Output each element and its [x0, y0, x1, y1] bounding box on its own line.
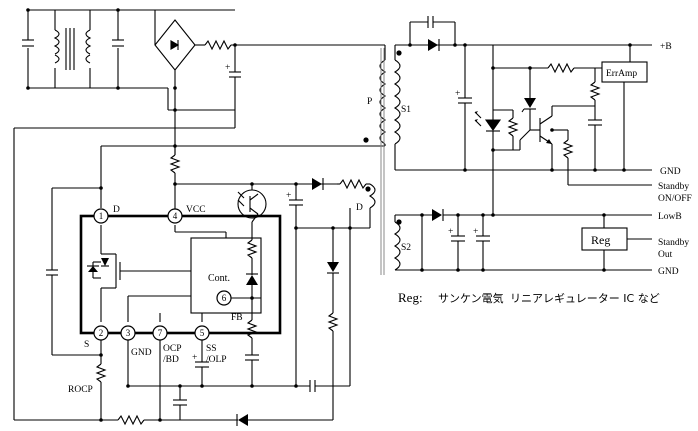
svg-text:+: + [225, 63, 230, 73]
svg-text:+: + [286, 191, 291, 201]
bridge-rectifier: + [154, 10, 385, 155]
secondary-s1: S1 +B + [393, 16, 692, 217]
svg-text:+: + [448, 227, 453, 237]
standby-out-label-1: Standby [658, 238, 689, 248]
pin-fb-label: FB [231, 313, 243, 323]
secondary-s2: S2 + + Reg LowB Standby Out GND [393, 209, 689, 277]
pin-7-number: 7 [158, 328, 163, 338]
pin-5-number: 5 [200, 328, 205, 338]
primary-aux-circuit: D + [14, 144, 376, 426]
ss-olp-label-1: SS [206, 344, 217, 354]
svg-text:+: + [192, 353, 197, 363]
note-maker: サンケン電気 [438, 291, 504, 305]
s2-label: S2 [401, 243, 411, 253]
input-filter [22, 8, 235, 90]
note-prefix: Reg: [398, 290, 423, 305]
regulator-note: Reg: サンケン電気 リニアレギュレーター IC など [398, 290, 660, 305]
low-b-label: LowB [658, 212, 682, 222]
pin-6-number: 6 [222, 293, 227, 303]
ocp-bd-label-1: OCP [163, 344, 181, 354]
s1-label: S1 [401, 105, 411, 115]
controller-ic: Cont. 1 4 6 2 3 7 [79, 205, 282, 365]
ocp-bd-label-2: /BD [163, 355, 179, 365]
pin-vcc-label: VCC [186, 205, 206, 215]
rocp-label: ROCP [68, 385, 93, 395]
pin-1 [93, 208, 109, 224]
transformer-core [380, 48, 385, 275]
pin-4-number: 4 [173, 211, 178, 221]
pin-1-number: 1 [99, 211, 104, 221]
plus-b-label: +B [660, 42, 672, 52]
standby-out-label-2: Out [658, 250, 673, 260]
pin-3-number: 3 [126, 328, 131, 338]
pin-gnd-label: GND [131, 348, 152, 358]
ss-olp-label-2: /OLP [206, 355, 227, 365]
control-block-label: Cont. [208, 273, 230, 284]
pin-d-label: D [113, 205, 120, 215]
svg-text:+: + [455, 89, 460, 99]
standby-on-off-label-2: ON/OFF [658, 194, 692, 204]
note-text: リニアレギュレーター IC など [510, 292, 660, 305]
gnd-bottom-label: GND [658, 267, 679, 277]
svg-text:+: + [473, 227, 478, 237]
gnd-top-label: GND [660, 167, 681, 177]
reg-box-label: Reg [591, 233, 610, 247]
pin-2-number: 2 [99, 328, 104, 338]
err-amp-label: ErrAmp [606, 69, 637, 79]
pin-s-label: S [84, 340, 89, 350]
standby-on-off-label-1: Standby [658, 182, 689, 192]
aux-winding-label: D [356, 203, 363, 213]
primary-label: P [367, 97, 372, 107]
